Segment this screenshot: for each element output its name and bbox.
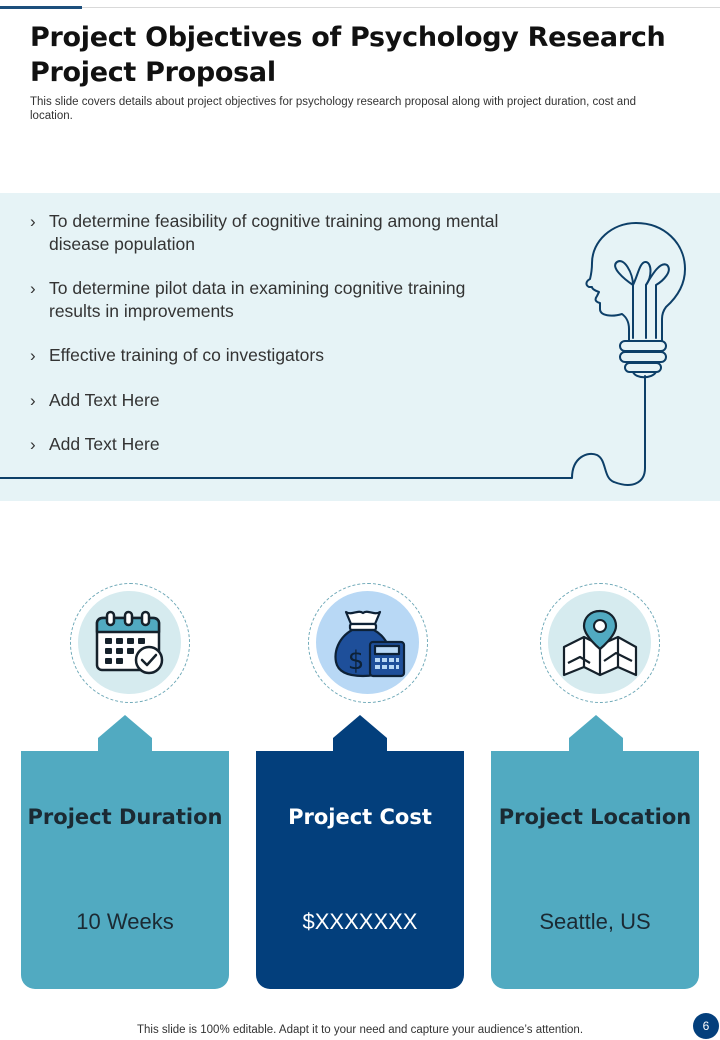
map-location-pin-icon <box>562 609 637 676</box>
chevron-right-icon: › <box>30 212 36 231</box>
location-value: Seattle, US <box>539 909 651 934</box>
objective-text: Add Text Here <box>49 390 160 410</box>
list-item: › Effective training of co investigators <box>30 344 510 367</box>
location-heading: Project Location <box>498 805 692 829</box>
duration-card-tab <box>98 715 152 751</box>
page-number-badge: 6 <box>693 1013 719 1039</box>
list-item: › To determine feasibility of cognitive … <box>30 210 510 256</box>
head-lightbulb-icon <box>0 222 686 486</box>
objective-text: To determine pilot data in examining cog… <box>49 278 466 321</box>
chevron-right-icon: › <box>30 279 36 298</box>
objective-text: To determine feasibility of cognitive tr… <box>49 211 499 254</box>
objectives-panel <box>0 193 720 501</box>
calendar-check-icon <box>95 610 163 674</box>
svg-text:$: $ <box>347 646 364 676</box>
cost-heading: Project Cost <box>288 805 432 829</box>
footer-note: This slide is 100% editable. Adapt it to… <box>136 1024 584 1036</box>
objective-text: Add Text Here <box>49 434 160 454</box>
money-bag-calculator-icon: $ <box>333 610 405 677</box>
chevron-right-icon: › <box>30 391 36 410</box>
chevron-right-icon: › <box>30 435 36 454</box>
card-arrow-tabs <box>98 715 623 751</box>
cost-value: $XXXXXXX <box>302 909 418 934</box>
chevron-right-icon: › <box>30 346 36 365</box>
location-card: Project Location Seattle, US <box>491 751 699 989</box>
top-divider <box>82 7 720 8</box>
list-item: › Add Text Here <box>30 433 510 456</box>
cost-icon-circle: $ <box>308 583 428 703</box>
page-title: Project Objectives of Psychology Researc… <box>30 22 666 88</box>
objective-text: Effective training of co investigators <box>49 345 324 365</box>
duration-icon-circle <box>70 583 190 703</box>
objectives-list: › To determine feasibility of cognitive … <box>30 210 510 477</box>
duration-card: Project Duration 10 Weeks <box>21 751 229 989</box>
cost-card-tab <box>333 715 387 751</box>
page-subtitle: This slide covers details about project … <box>30 96 636 122</box>
location-card-tab <box>569 715 623 751</box>
list-item: › Add Text Here <box>30 389 510 412</box>
cost-card: Project Cost $XXXXXXX <box>256 751 464 989</box>
list-item: › To determine pilot data in examining c… <box>30 277 510 323</box>
location-icon-circle <box>540 583 660 703</box>
top-accent-bar <box>0 6 82 9</box>
duration-value: 10 Weeks <box>76 909 174 934</box>
duration-heading: Project Duration <box>27 805 223 829</box>
